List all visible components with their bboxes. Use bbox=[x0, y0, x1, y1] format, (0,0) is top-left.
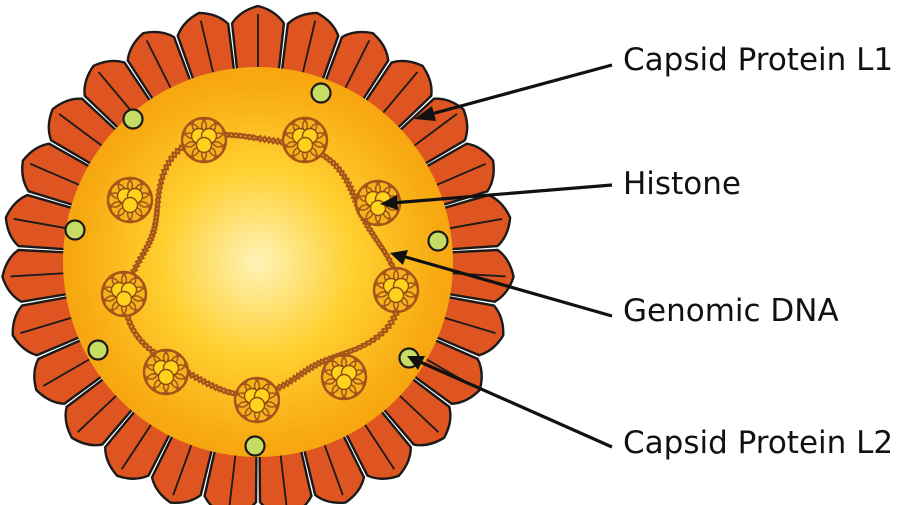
histone-core-lobe bbox=[117, 292, 132, 307]
capsid-protein-l2-dot bbox=[312, 84, 331, 103]
capsid-protein-l2-dot bbox=[89, 341, 108, 360]
histone-core-lobe bbox=[337, 375, 352, 390]
label-capsid-protein-l2: Capsid Protein L2 bbox=[623, 428, 893, 459]
label-histone: Histone bbox=[623, 169, 741, 200]
histone bbox=[322, 355, 366, 399]
histone bbox=[283, 118, 327, 162]
histone-core-lobe bbox=[197, 138, 212, 153]
capsid-protein-l2-dot bbox=[66, 221, 85, 240]
capsid-protein-l2-dot bbox=[124, 110, 143, 129]
label-capsid-protein-l1: Capsid Protein L1 bbox=[623, 45, 893, 76]
leader-capsid-l1 bbox=[424, 65, 612, 116]
histone bbox=[374, 268, 418, 312]
histone-core-lobe bbox=[159, 370, 174, 385]
histone bbox=[144, 350, 188, 394]
histone bbox=[182, 118, 226, 162]
histone-core-lobe bbox=[123, 198, 138, 213]
histone bbox=[102, 272, 146, 316]
histone-core-lobe bbox=[298, 138, 313, 153]
histone bbox=[235, 378, 279, 422]
capsid-protein-l2-dot bbox=[246, 437, 265, 456]
capsid-protein-l2-dot bbox=[429, 232, 448, 251]
label-genomic-dna: Genomic DNA bbox=[623, 296, 839, 327]
histone bbox=[108, 178, 152, 222]
histone-core-lobe bbox=[250, 398, 265, 413]
histone-core-lobe bbox=[389, 288, 404, 303]
